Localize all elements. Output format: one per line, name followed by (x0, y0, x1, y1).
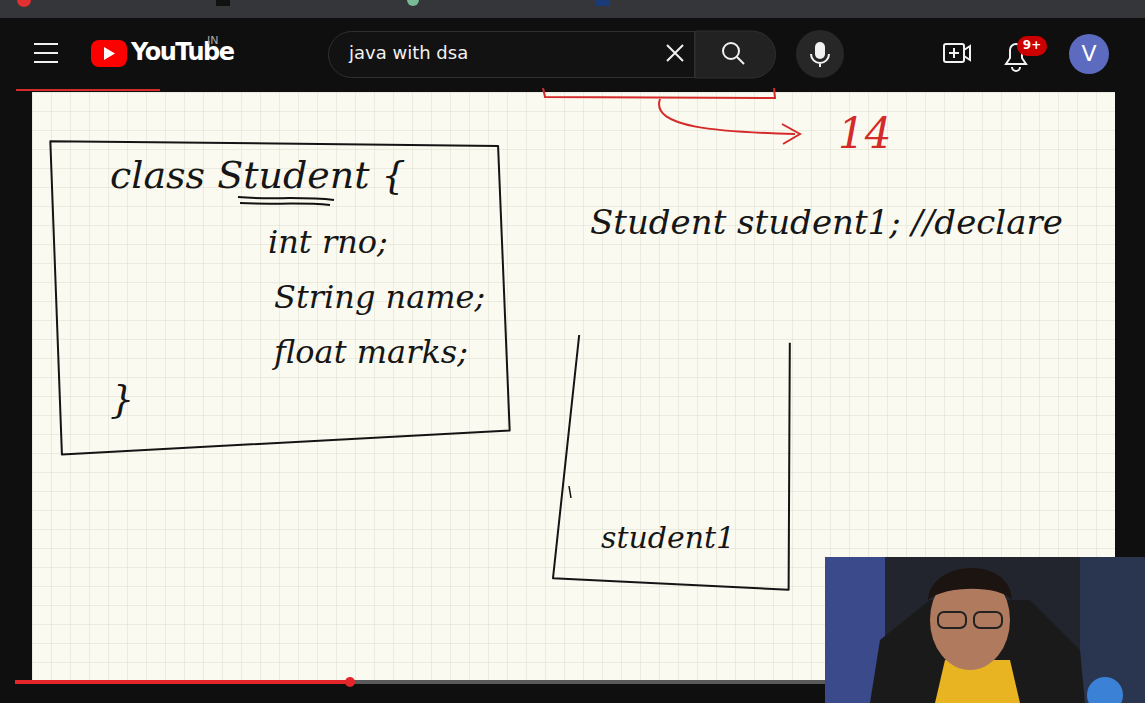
node-text: int rno; (268, 224, 388, 261)
search-box: java with dsa (328, 31, 695, 78)
size-note: 14 (838, 110, 891, 158)
node-text: java with dsa (349, 43, 468, 64)
class-box: class Student { int rno; String name; float… (48, 138, 512, 456)
node-text: 9+ (1023, 39, 1041, 53)
declaration-text: Student student1; //declare (590, 203, 1063, 242)
node-text: String name; (274, 279, 485, 316)
node-text: V (1081, 41, 1096, 66)
node-text: student1 (601, 521, 735, 556)
node-text: } (110, 378, 134, 422)
node-text: class Student { (110, 154, 406, 198)
region-code: IN (207, 35, 218, 48)
user-avatar: V (1069, 34, 1109, 74)
node-text: float marks; (274, 334, 468, 371)
stack-memory-box: student1 (553, 335, 791, 591)
notification-badge: 9+ (1017, 36, 1047, 56)
